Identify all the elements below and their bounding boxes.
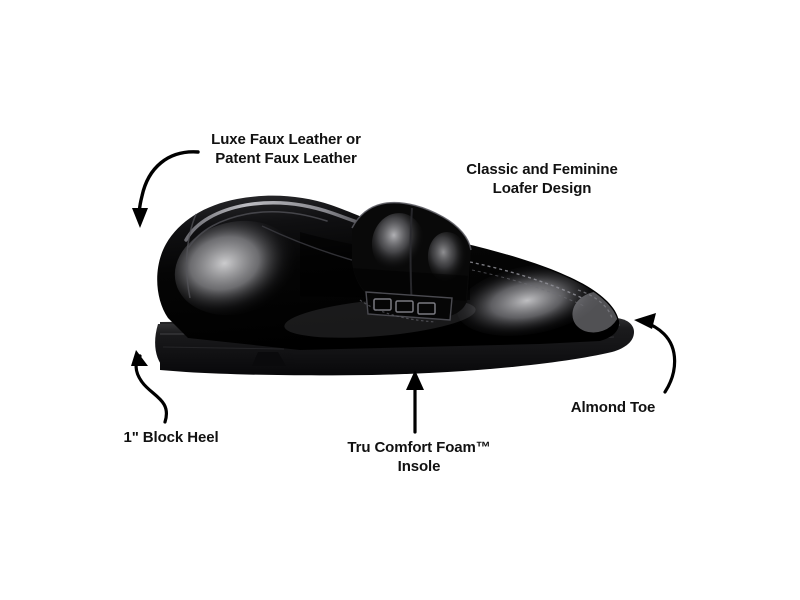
callout-label-block-heel: 1" Block Heel — [123, 429, 219, 446]
callout-label-insole: Tru Comfort Foam™ Insole — [347, 439, 491, 475]
arrow-insole-icon — [406, 370, 424, 434]
block-heel — [155, 324, 296, 368]
callout-label-design: Classic and Feminine Loafer Design — [466, 161, 618, 197]
outsole — [160, 318, 634, 376]
shoe-upper — [157, 195, 620, 350]
callout-label-leather: Luxe Faux Leather or Patent Faux Leather — [211, 131, 361, 167]
arrow-heel-icon — [131, 350, 169, 424]
penny-saddle-strap — [351, 201, 472, 323]
arrow-toe-icon — [634, 313, 677, 394]
callout-label-almond-toe: Almond Toe — [570, 399, 656, 416]
